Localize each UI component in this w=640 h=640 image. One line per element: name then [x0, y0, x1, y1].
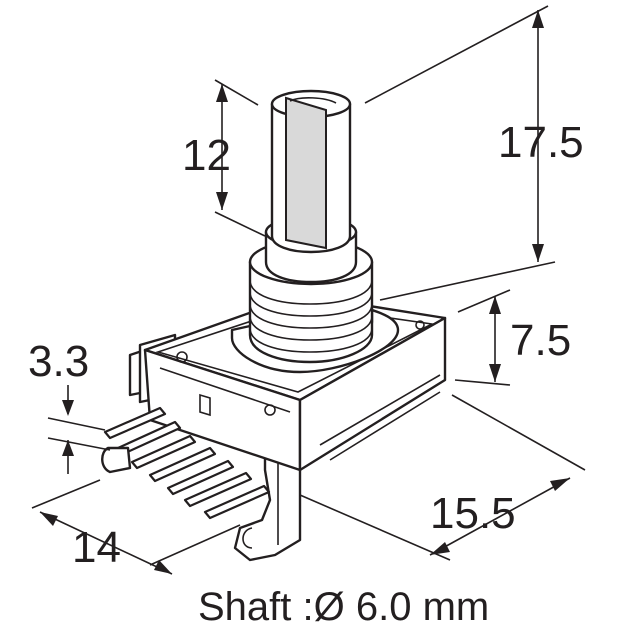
dim-depth: 15.5 — [430, 489, 516, 538]
terminal-pins — [101, 406, 271, 520]
dim-shaft-length: 12 — [182, 131, 231, 180]
dimension-lines — [31, 5, 586, 575]
dim-body-height: 7.5 — [510, 316, 571, 365]
shaft-caption: Shaft :Ø 6.0 mm — [198, 585, 489, 629]
dim-width: 14 — [72, 523, 121, 572]
dim-pin-pitch: 3.3 — [28, 337, 89, 386]
shaft — [270, 89, 352, 254]
potentiometer-illustration — [101, 89, 447, 562]
dim-total-height: 17.5 — [498, 118, 584, 167]
